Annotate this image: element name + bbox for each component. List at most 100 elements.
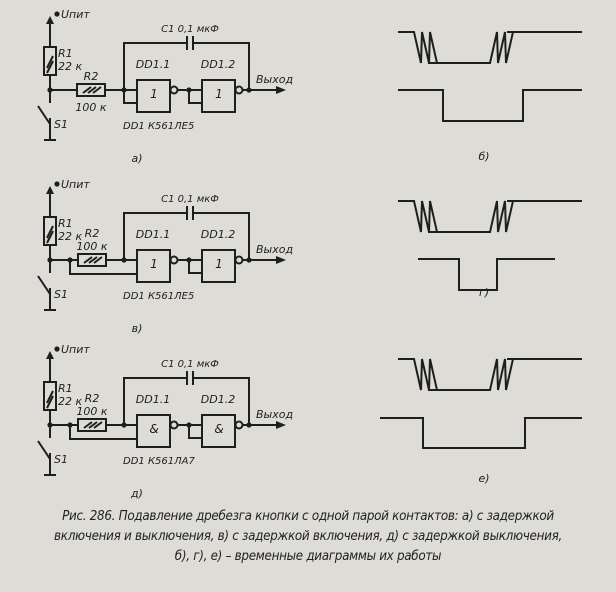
junction-dot bbox=[246, 257, 252, 263]
logic-gate-1 bbox=[136, 414, 171, 448]
junction-dot bbox=[54, 11, 60, 17]
switch-label: S1 bbox=[54, 288, 68, 301]
resistor-hatch bbox=[46, 60, 54, 74]
supply-arrow-icon bbox=[46, 16, 54, 24]
timing-label: е) bbox=[478, 472, 489, 485]
r1-value: 22 к bbox=[58, 395, 82, 408]
wire bbox=[69, 425, 137, 440]
switch-label: S1 bbox=[54, 118, 68, 131]
logic-gate-2 bbox=[201, 249, 236, 283]
switch-s1 bbox=[37, 105, 51, 125]
output-arrow-icon bbox=[276, 421, 286, 429]
wire bbox=[188, 90, 202, 104]
output-label: Выход bbox=[256, 73, 293, 86]
chip-label: DD1 К561ЛЕ5 bbox=[123, 291, 194, 302]
input-waveform bbox=[398, 358, 582, 391]
input-waveform bbox=[398, 31, 582, 64]
resistor-hatch bbox=[93, 421, 103, 429]
switch-s1 bbox=[37, 275, 51, 295]
inverter-bubble bbox=[169, 255, 179, 265]
logic-gate-2 bbox=[201, 414, 236, 448]
capacitor-label: C1 0,1 мкФ bbox=[161, 24, 219, 35]
resistor-hatch bbox=[88, 421, 98, 429]
figure-caption: Рис. 286. Подавление дребезга кнопки с о… bbox=[0, 507, 616, 567]
output-label: Выход bbox=[256, 408, 293, 421]
junction-dot bbox=[54, 346, 60, 352]
wire bbox=[123, 212, 187, 260]
resistor-hatch bbox=[92, 86, 102, 94]
wire bbox=[193, 212, 250, 260]
switch-s1 bbox=[37, 440, 51, 460]
logic-gate-1 bbox=[136, 79, 171, 113]
r1-value: 22 к bbox=[58, 230, 82, 243]
supply-label: Uпит bbox=[61, 178, 90, 191]
gate-2-label: DD1.2 bbox=[201, 393, 235, 406]
timing-label: г) bbox=[479, 286, 489, 299]
inverter-bubble bbox=[234, 85, 244, 95]
wire bbox=[123, 90, 137, 104]
timing-diagram-e: е) bbox=[380, 358, 582, 485]
wire bbox=[193, 377, 250, 425]
subfigure-label: д) bbox=[130, 487, 143, 500]
r1-label: R1 bbox=[58, 47, 73, 60]
capacitor-label: C1 0,1 мкФ bbox=[161, 359, 219, 370]
resistor-hatch bbox=[88, 256, 98, 264]
wire bbox=[193, 42, 250, 90]
gate-1-label: DD1.1 bbox=[136, 58, 170, 71]
r1-label: R1 bbox=[58, 382, 73, 395]
logic-gate-1 bbox=[136, 249, 171, 283]
logic-gate-2 bbox=[201, 79, 236, 113]
gate-2-label: DD1.2 bbox=[201, 228, 235, 241]
output-waveform bbox=[398, 89, 582, 122]
junction-dot bbox=[54, 181, 60, 187]
timing-diagram-b: б) bbox=[398, 31, 582, 163]
resistor-hatch bbox=[46, 55, 54, 69]
timing-label: б) bbox=[478, 150, 489, 163]
gate-1-symbol: 1 bbox=[150, 257, 158, 271]
gate-2-symbol: 1 bbox=[215, 87, 223, 101]
junction-dot bbox=[246, 87, 252, 93]
gate-1-label: DD1.1 bbox=[136, 228, 170, 241]
wire bbox=[69, 260, 137, 275]
output-label: Выход bbox=[256, 243, 293, 256]
r2-value: 100 к bbox=[76, 240, 107, 253]
gate-1-symbol: 1 bbox=[150, 87, 158, 101]
input-waveform bbox=[398, 200, 582, 233]
resistor-hatch bbox=[82, 86, 92, 94]
gate-1-symbol: & bbox=[149, 422, 158, 436]
resistor-hatch bbox=[46, 225, 54, 239]
resistor-hatch bbox=[46, 230, 54, 244]
wire bbox=[188, 260, 202, 274]
supply-label: Uпит bbox=[61, 343, 90, 356]
r2-value: 100 к bbox=[75, 101, 106, 114]
switch-label: S1 bbox=[54, 453, 68, 466]
wire bbox=[123, 42, 187, 90]
caption-line-2: включения и выключения, в) с задержкой в… bbox=[54, 529, 562, 544]
output-arrow-icon bbox=[276, 256, 286, 264]
output-arrow-icon bbox=[276, 86, 286, 94]
caption-line-3: б), г), е) – временные диаграммы их рабо… bbox=[174, 549, 442, 564]
wire bbox=[188, 425, 202, 439]
gate-2-symbol: 1 bbox=[215, 257, 223, 271]
gate-2-symbol: & bbox=[214, 422, 223, 436]
r1-label: R1 bbox=[58, 217, 73, 230]
gate-2-label: DD1.2 bbox=[201, 58, 235, 71]
inverter-bubble bbox=[234, 255, 244, 265]
resistor-hatch bbox=[83, 421, 93, 429]
r2-label: R2 bbox=[84, 70, 99, 83]
timing-diagram-g: г) bbox=[398, 200, 582, 299]
r2-label: R2 bbox=[85, 392, 100, 405]
output-waveform bbox=[418, 258, 555, 291]
resistor-hatch bbox=[87, 86, 97, 94]
junction-dot bbox=[246, 422, 252, 428]
resistor-hatch bbox=[46, 395, 54, 409]
resistor-hatch bbox=[83, 256, 93, 264]
caption-line-1: Рис. 286. Подавление дребезга кнопки с о… bbox=[62, 509, 554, 524]
chip-label: DD1 К561ЛА7 bbox=[123, 456, 195, 467]
wire bbox=[123, 377, 187, 425]
